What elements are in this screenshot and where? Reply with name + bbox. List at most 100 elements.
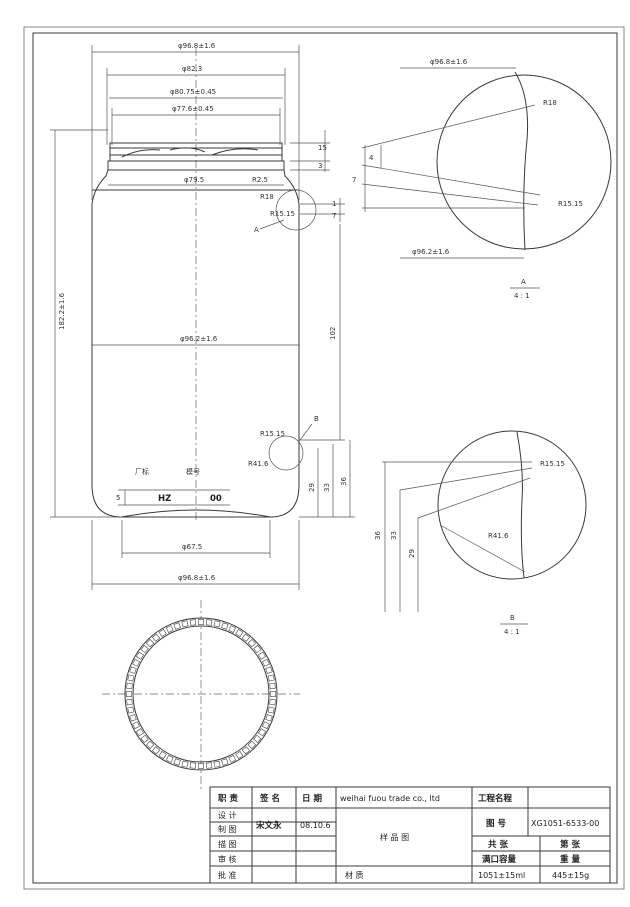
ring-tooth <box>129 666 137 674</box>
ring-tooth <box>267 674 275 682</box>
ring-tooth <box>136 728 144 737</box>
dim-height-7: 7 <box>332 212 336 220</box>
dim-height-3: 3 <box>318 162 322 170</box>
ring-tooth <box>228 755 237 763</box>
ring-tooth <box>165 625 174 633</box>
detail-b-label: B <box>510 614 515 622</box>
detail-a-scale: 4 : 1 <box>514 292 530 300</box>
top-dimension-lines <box>91 45 300 200</box>
dim-overall-height: 182.2±1.6 <box>58 292 66 330</box>
ring-tooth <box>158 629 167 637</box>
ring-tooth <box>132 721 140 730</box>
detail-a-dim-diameter-bottom: φ96.2±1.6 <box>412 248 450 256</box>
tb-drawing-title: 样 品 图 <box>380 832 409 842</box>
tb-drawing-no: XG1051-6533-00 <box>531 819 599 828</box>
jar-profile <box>91 48 300 520</box>
body-height-102-dim <box>299 224 345 441</box>
dim-diameter-67-5: φ67.5 <box>182 543 202 551</box>
detail-b-dim-height-29: 29 <box>408 549 416 558</box>
dim-diameter-77-6: φ77.6±0.45 <box>172 105 214 113</box>
detail-b-dim-radius-41-6: R41.6 <box>488 532 509 540</box>
tb-drawing-no-label: 图 号 <box>486 819 506 829</box>
factory-mark-text: HZ <box>158 494 171 504</box>
ring-tooth <box>262 658 270 667</box>
ring-tooth <box>205 762 213 769</box>
ring-tooth <box>247 740 257 750</box>
tb-total-sheets-label: 共 张 <box>488 839 508 850</box>
dim-diameter-80-75: φ80.75±0.45 <box>170 88 216 96</box>
detail-a-dim-radius-18: R18 <box>543 99 557 107</box>
tb-role-review: 审 核 <box>218 854 237 864</box>
dim-diameter-96-2-mid: φ96.2±1.6 <box>180 335 218 343</box>
dim-diameter-96-8-top: φ96.8±1.6 <box>178 42 216 50</box>
ring-tooth <box>247 638 257 648</box>
ring-tooth <box>221 622 229 630</box>
dim-height-36: 36 <box>340 477 348 486</box>
ring-tooth <box>235 751 244 759</box>
ring-tooth <box>221 758 229 766</box>
tb-date-value: 08.10.6 <box>300 821 331 830</box>
tb-designer-name: 宋文永 <box>255 820 282 831</box>
detail-a-view <box>361 67 612 259</box>
detail-a-label: A <box>521 278 526 286</box>
top-view-ring <box>102 600 300 790</box>
ring-tooth <box>181 760 189 768</box>
detail-b-dim-radius-15-15: R15.15 <box>540 460 565 468</box>
detail-a-dim-diameter-top: φ96.8±1.6 <box>430 58 468 66</box>
ring-tooth <box>152 746 161 755</box>
detail-a-dim-height-7: 7 <box>352 176 356 184</box>
detail-b-view <box>382 430 587 612</box>
title-block <box>209 786 611 884</box>
ring-tooth <box>145 638 155 648</box>
label-mould-number: 模号 <box>186 467 200 476</box>
ring-tooth <box>241 746 250 755</box>
dim-radius-18: R18 <box>260 193 274 201</box>
ring-tooth <box>258 728 266 737</box>
ring-tooth <box>198 763 204 769</box>
ring-tooth <box>198 619 204 625</box>
neck-height-dims <box>290 130 345 222</box>
dim-height-102: 102 <box>329 327 337 340</box>
ring-tooth <box>158 751 167 759</box>
ring-tooth <box>189 619 197 626</box>
dim-radius-15-15-a: R15.15 <box>270 210 295 218</box>
ring-tooth <box>140 645 149 654</box>
ring-tooth <box>258 651 266 660</box>
ring-tooth <box>228 625 237 633</box>
ring-tooth <box>136 651 144 660</box>
tb-role-trace: 描 图 <box>218 839 237 849</box>
tb-company-name: weihai fuou trade co., ltd <box>340 794 440 803</box>
ring-tooth <box>181 620 189 628</box>
ring-tooth <box>152 633 161 642</box>
ring-tooth <box>129 714 137 722</box>
tb-sheet-label: 第 张 <box>560 839 580 850</box>
ring-tooth <box>189 762 197 769</box>
tb-capacity-value: 1051±15ml <box>478 871 525 880</box>
ring-tooth <box>126 682 133 690</box>
dim-height-1: 1 <box>332 200 336 208</box>
dim-diameter-82-3: φ82.3 <box>182 65 202 73</box>
dim-radius-2-5: R2.5 <box>252 176 268 184</box>
dim-height-33: 33 <box>323 483 331 492</box>
outer-frame <box>23 26 625 890</box>
ring-tooth <box>126 691 132 697</box>
ring-tooth <box>265 666 273 674</box>
ring-tooth <box>165 755 174 763</box>
detail-b-scale: 4 : 1 <box>504 628 520 636</box>
ring-tooth <box>269 682 276 690</box>
detail-b-dim-height-33: 33 <box>390 531 398 540</box>
detail-b-callout-circle <box>268 435 304 471</box>
ring-tooth <box>241 633 250 642</box>
detail-a-callout-circle <box>275 189 317 231</box>
overall-height-dim <box>50 129 122 518</box>
tb-material-label: 材 质 <box>345 870 364 880</box>
tb-role-approve: 批 准 <box>218 870 237 880</box>
ring-tooth <box>235 629 244 637</box>
ring-tooth <box>262 721 270 730</box>
ring-tooth <box>127 674 135 682</box>
ring-tooth <box>173 758 181 766</box>
label-factory-mark: 厂标 <box>135 467 149 476</box>
dim-height-29: 29 <box>308 483 316 492</box>
base-height-dims <box>299 440 355 518</box>
